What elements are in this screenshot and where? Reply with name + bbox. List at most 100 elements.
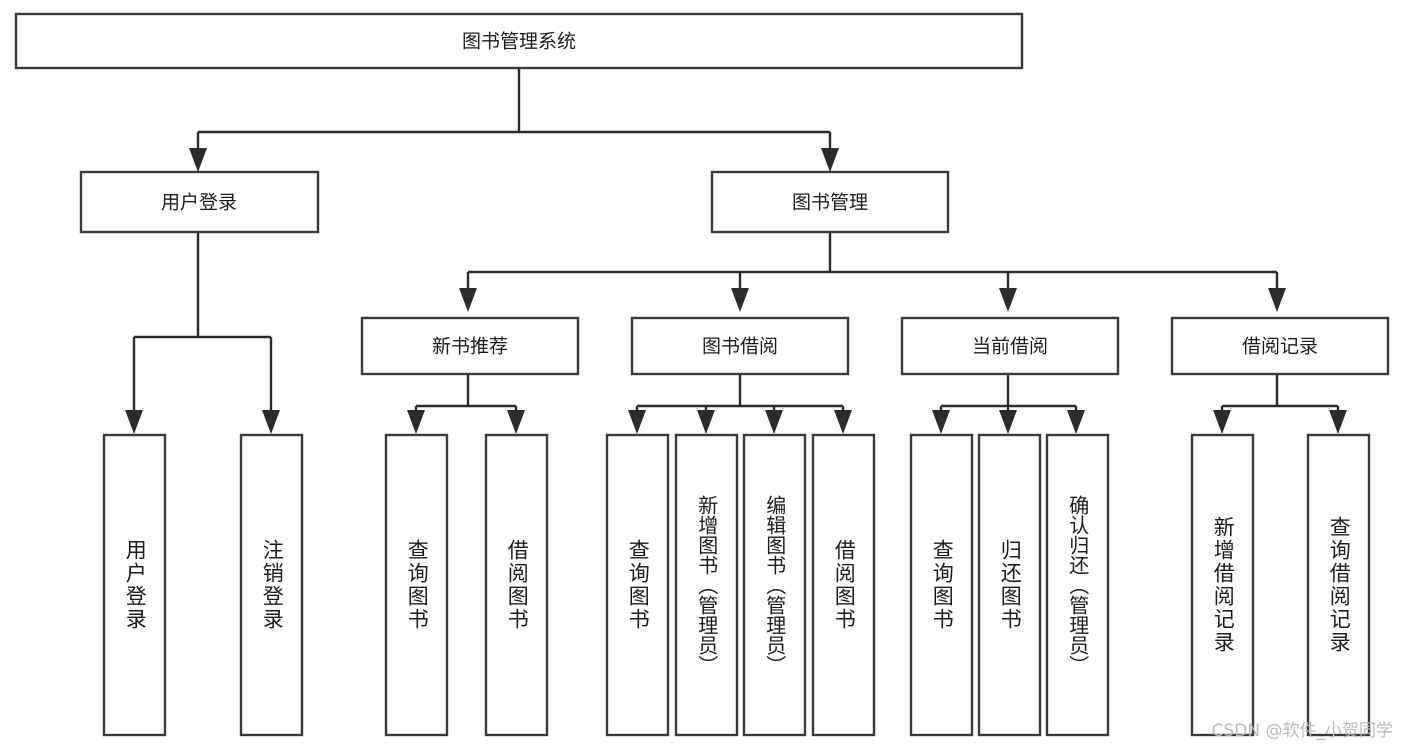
arrowhead-root-to-book-manage <box>821 148 839 172</box>
node-user-login[interactable]: 用户登录 <box>79 170 320 234</box>
node-leaf-query-book-1-label: 查询图书 <box>405 539 430 631</box>
connector-group-book-manage <box>459 232 1286 312</box>
node-book-borrow[interactable]: 图书借阅 <box>630 316 850 376</box>
node-leaf-add-record-label-wrap: 新增借阅记录 <box>1211 516 1236 654</box>
node-book-borrow-label: 图书借阅 <box>702 336 778 358</box>
node-leaf-confirm-return-box[interactable] <box>1045 433 1110 737</box>
arrowhead-book-manage-to-current-borrow <box>999 288 1017 312</box>
node-leaf-borrow-book-2-box[interactable] <box>811 433 876 737</box>
connector-group-current-borrow <box>932 374 1085 434</box>
arrowhead-book-borrow-to-borrow <box>834 410 852 434</box>
connector-group-book-borrow <box>628 374 852 434</box>
connector-group-root <box>189 68 839 172</box>
node-leaf-query-book-2[interactable]: 查询图书 <box>605 433 670 737</box>
node-borrow-record-box[interactable] <box>1170 316 1390 376</box>
node-leaf-query-book-2-label: 查询图书 <box>626 539 651 631</box>
arrowhead-book-borrow-to-query <box>628 410 646 434</box>
node-leaf-add-book[interactable]: 新增图书（管理员） <box>674 433 739 737</box>
node-leaf-borrow-book-1[interactable]: 借阅图书 <box>484 433 549 737</box>
arrowhead-book-borrow-to-add <box>697 410 715 434</box>
node-leaf-user-login-label: 用户登录 <box>123 539 148 631</box>
node-new-book-rec-label: 新书推荐 <box>432 336 508 358</box>
node-user-login-label: 用户登录 <box>161 192 237 214</box>
node-book-borrow-box[interactable] <box>630 316 850 376</box>
node-current-borrow-box[interactable] <box>900 316 1120 376</box>
node-leaf-add-record-label: 新增借阅记录 <box>1211 516 1236 654</box>
arrowhead-current-borrow-to-return <box>999 410 1017 434</box>
node-user-login-box[interactable] <box>79 170 320 234</box>
node-leaf-add-record-box[interactable] <box>1190 433 1255 737</box>
node-leaf-borrow-book-1-label: 借阅图书 <box>505 539 530 631</box>
node-leaf-edit-book-box[interactable] <box>742 433 807 737</box>
node-book-manage[interactable]: 图书管理 <box>710 170 950 234</box>
arrowhead-user-login-to-leaf-logout <box>262 410 280 434</box>
node-leaf-query-book-2-label-wrap: 查询图书 <box>626 539 651 631</box>
node-root-label: 图书管理系统 <box>462 31 576 53</box>
connector-group-borrow-record <box>1213 374 1347 434</box>
node-leaf-edit-book-label-wrap: 编辑图书（管理员） <box>762 495 787 675</box>
node-borrow-record[interactable]: 借阅记录 <box>1170 316 1390 376</box>
node-leaf-logout[interactable]: 注销登录 <box>239 433 304 737</box>
node-leaf-user-login-label-wrap: 用户登录 <box>123 539 148 631</box>
node-leaf-borrow-book-1-label-wrap: 借阅图书 <box>505 539 530 631</box>
connector-group-new-book-rec <box>407 374 525 434</box>
arrowhead-user-login-to-leaf-login <box>125 410 143 434</box>
node-leaf-query-book-3-label: 查询图书 <box>930 539 955 631</box>
arrowhead-new-book-rec-to-borrow <box>507 410 525 434</box>
node-leaf-confirm-return[interactable]: 确认归还（管理员） <box>1045 433 1110 737</box>
arrowhead-book-manage-to-borrow-record <box>1268 288 1286 312</box>
node-leaf-query-book-1[interactable]: 查询图书 <box>384 433 449 737</box>
node-current-borrow[interactable]: 当前借阅 <box>900 316 1120 376</box>
node-leaf-borrow-book-2-label: 借阅图书 <box>832 539 857 631</box>
node-leaf-logout-label-wrap: 注销登录 <box>260 539 285 631</box>
node-leaf-query-book-3-label-wrap: 查询图书 <box>930 539 955 631</box>
node-leaf-query-book-1-box[interactable] <box>384 433 449 737</box>
node-leaf-borrow-book-2[interactable]: 借阅图书 <box>811 433 876 737</box>
node-book-manage-box[interactable] <box>710 170 950 234</box>
arrowhead-new-book-rec-to-query <box>407 410 425 434</box>
node-leaf-logout-box[interactable] <box>239 433 304 737</box>
connector-group-user-login <box>125 232 280 434</box>
node-borrow-record-label: 借阅记录 <box>1242 336 1318 358</box>
arrowhead-current-borrow-to-confirm <box>1067 410 1085 434</box>
node-leaf-query-book-3[interactable]: 查询图书 <box>909 433 974 737</box>
arrowhead-book-borrow-to-edit <box>765 410 783 434</box>
arrowhead-root-to-user-login <box>189 148 207 172</box>
arrowhead-borrow-record-to-add <box>1213 410 1231 434</box>
arrowhead-book-manage-to-book-borrow <box>731 288 749 312</box>
node-leaf-query-record-label-wrap: 查询借阅记录 <box>1327 516 1352 654</box>
node-leaf-query-book-2-box[interactable] <box>605 433 670 737</box>
node-leaf-return-book[interactable]: 归还图书 <box>977 433 1042 737</box>
node-leaf-return-book-label: 归还图书 <box>998 539 1023 631</box>
node-root[interactable]: 图书管理系统 <box>14 12 1024 70</box>
node-leaf-query-book-3-box[interactable] <box>909 433 974 737</box>
node-new-book-rec-box[interactable] <box>360 316 580 376</box>
node-leaf-return-book-label-wrap: 归还图书 <box>998 539 1023 631</box>
node-leaf-query-record[interactable]: 查询借阅记录 <box>1306 433 1371 737</box>
node-leaf-user-login[interactable]: 用户登录 <box>102 433 167 737</box>
node-new-book-rec[interactable]: 新书推荐 <box>360 316 580 376</box>
arrowhead-current-borrow-to-query <box>932 410 950 434</box>
node-book-manage-label: 图书管理 <box>792 192 868 214</box>
node-leaf-borrow-book-2-label-wrap: 借阅图书 <box>832 539 857 631</box>
node-leaf-query-record-box[interactable] <box>1306 433 1371 737</box>
node-leaf-borrow-book-1-box[interactable] <box>484 433 549 737</box>
node-leaf-add-book-label-wrap: 新增图书（管理员） <box>694 495 719 675</box>
node-leaf-edit-book-label: 编辑图书（管理员） <box>762 495 787 675</box>
node-leaf-confirm-return-label: 确认归还（管理员） <box>1065 495 1090 675</box>
arrowhead-book-manage-to-new-book-rec <box>459 288 477 312</box>
node-leaf-confirm-return-label-wrap: 确认归还（管理员） <box>1065 495 1090 675</box>
csdn-watermark: CSDN @软件_小贺同学 <box>1211 721 1393 741</box>
node-leaf-query-record-label: 查询借阅记录 <box>1327 516 1352 654</box>
node-leaf-return-book-box[interactable] <box>977 433 1042 737</box>
node-root-box[interactable] <box>14 12 1024 70</box>
node-leaf-add-record[interactable]: 新增借阅记录 <box>1190 433 1255 737</box>
node-leaf-logout-label: 注销登录 <box>260 539 285 631</box>
node-leaf-user-login-box[interactable] <box>102 433 167 737</box>
node-leaf-edit-book[interactable]: 编辑图书（管理员） <box>742 433 807 737</box>
node-leaf-query-book-1-label-wrap: 查询图书 <box>405 539 430 631</box>
node-leaf-add-book-box[interactable] <box>674 433 739 737</box>
node-leaf-add-book-label: 新增图书（管理员） <box>694 495 719 675</box>
